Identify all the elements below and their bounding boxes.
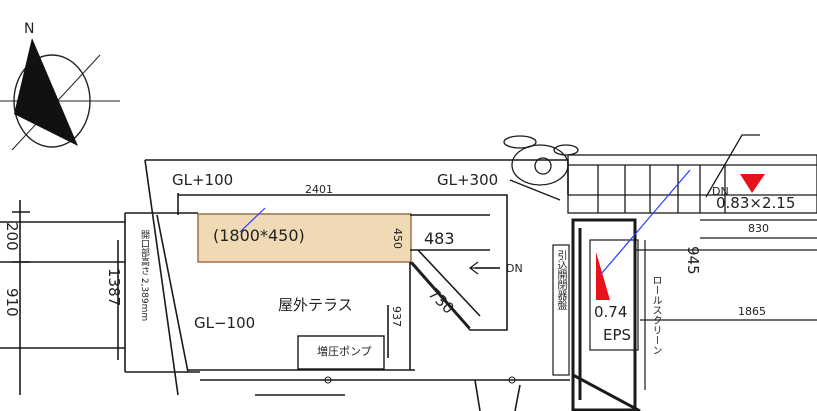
dn-label-right: DN xyxy=(712,185,729,198)
eps-label: EPS xyxy=(603,326,632,344)
stairs xyxy=(567,134,817,239)
dim-1865: 1865 xyxy=(738,305,766,318)
bench-label: (1800*450) xyxy=(213,226,305,245)
terrace-label: 屋外テラス xyxy=(278,296,353,314)
dim-2401: 2401 xyxy=(305,183,333,196)
level-gl-plus-100: GL+100 xyxy=(172,171,234,189)
level-gl-minus-100: GL−100 xyxy=(194,314,256,332)
dim-830: 830 xyxy=(748,222,769,235)
dim-450: 450 xyxy=(391,228,404,249)
post-icon xyxy=(508,376,516,384)
eps-room xyxy=(589,239,817,390)
level-marker-icon xyxy=(740,174,765,193)
panel-strip xyxy=(552,244,570,376)
compass xyxy=(0,38,120,151)
post-icon xyxy=(324,376,332,384)
level-gl-plus-300: GL+300 xyxy=(437,171,499,189)
dim-483: 483 xyxy=(424,229,455,248)
pump-box xyxy=(297,335,385,370)
plan-walls xyxy=(0,159,570,411)
bench-area xyxy=(197,213,412,263)
dn-label-left: DN xyxy=(506,262,523,275)
dim-945: 945 xyxy=(684,246,702,275)
dim-074: 0.74 xyxy=(594,303,628,321)
shaft-walls xyxy=(571,218,641,411)
right-note: ロールスクリーン xyxy=(650,275,661,355)
compass-north-label: N xyxy=(24,21,35,37)
dim-200: 200 xyxy=(3,222,21,251)
dim-083: 0.83×2.15 xyxy=(716,194,796,212)
dim-910: 910 xyxy=(3,288,21,317)
person-icon xyxy=(503,135,579,201)
wall-note: 開口部高さ 2,389mm xyxy=(139,230,149,322)
dn-arrow-icon xyxy=(469,261,500,275)
eps-marker-icon xyxy=(596,252,610,300)
panel-note: 引込開閉器盤 xyxy=(555,250,566,310)
dim-937: 937 xyxy=(390,306,403,327)
compass-needle-icon xyxy=(14,38,78,146)
pump-label: 増圧ポンプ xyxy=(317,345,372,358)
dim-1387: 1387 xyxy=(105,268,123,307)
